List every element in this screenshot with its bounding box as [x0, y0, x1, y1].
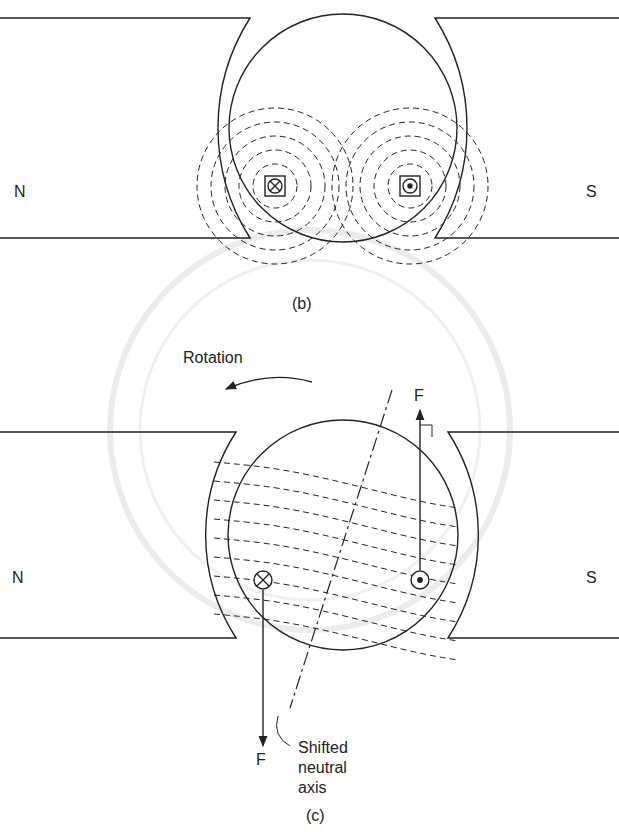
field-line: [214, 500, 458, 546]
field-line: [214, 519, 458, 565]
pole-label: S: [586, 182, 597, 202]
force-label: F: [256, 750, 266, 770]
distorted-field-lines: [214, 462, 458, 660]
watermark-seal: [110, 230, 510, 630]
rotation-arrow: [226, 377, 312, 389]
north-pole: [0, 18, 250, 238]
pole-label: N: [12, 568, 24, 588]
field-line: [214, 481, 458, 527]
figure-b: [0, 14, 619, 264]
angle-mark: [420, 425, 432, 437]
field-line: [214, 614, 458, 660]
conductor-into-page: [265, 176, 285, 196]
field-line: [214, 595, 458, 641]
north-pole: [0, 432, 236, 638]
conductor-into-page: [254, 571, 272, 589]
leader-line: [277, 716, 291, 746]
force-arrow: [419, 410, 420, 570]
figure-label: (b): [292, 294, 312, 314]
pole-label: S: [586, 568, 597, 588]
force-label: F: [414, 386, 424, 406]
figure-c: [0, 377, 619, 746]
armature: [229, 14, 457, 242]
field-line: [214, 462, 458, 508]
shifted-neutral-axis: [290, 390, 392, 708]
conductor-out-of-page: [411, 571, 429, 589]
axis-label: Shifted neutral axis: [298, 738, 362, 798]
conductor-out-of-page: [400, 176, 420, 196]
conductor-field-lines: [197, 108, 488, 264]
watermark-seal: [140, 260, 480, 600]
south-pole: [448, 432, 619, 638]
figure-label: (c): [306, 806, 325, 826]
pole-label: N: [14, 182, 26, 202]
rotation-label: Rotation: [183, 348, 243, 368]
force-arrow: [262, 590, 263, 746]
